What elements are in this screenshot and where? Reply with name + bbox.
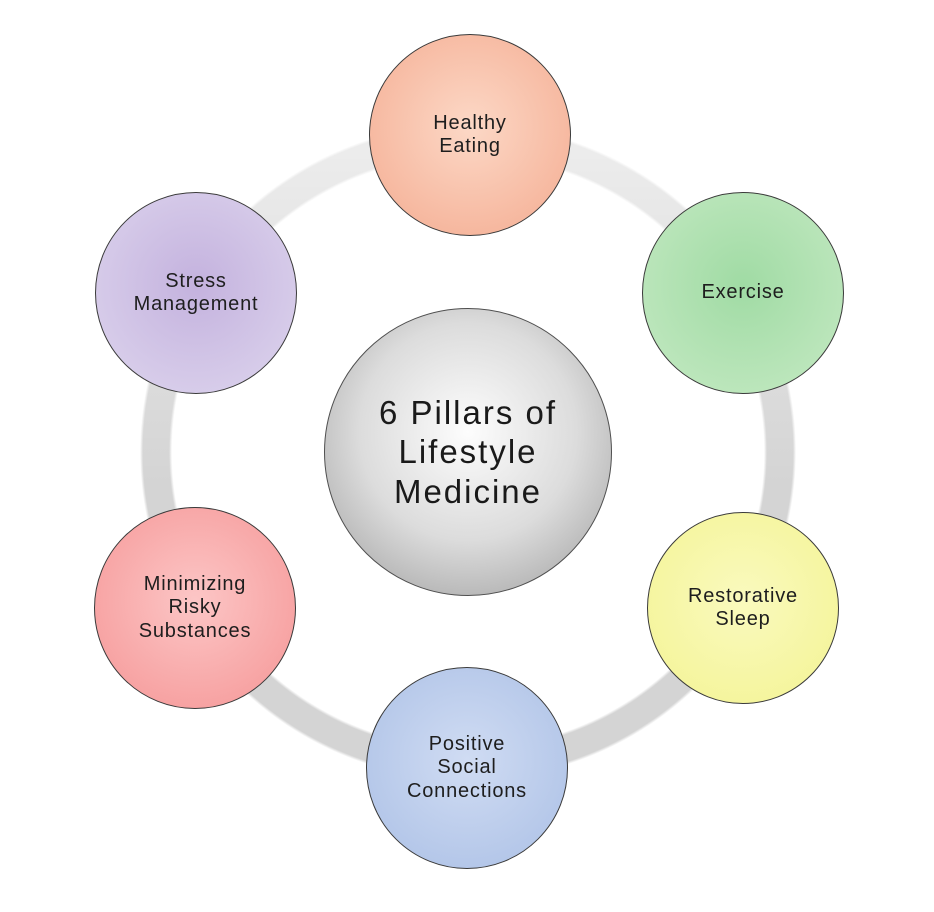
diagram-title: 6 Pillars of Lifestyle Medicine — [378, 393, 558, 510]
pillar-label: Restorative Sleep — [688, 584, 798, 630]
pillar-healthy-eating: Healthy Eating — [369, 34, 571, 236]
pillar-positive-social-connections: Positive Social Connections — [366, 667, 568, 869]
center-circle: 6 Pillars of Lifestyle Medicine — [324, 308, 612, 596]
pillar-label: Healthy Eating — [433, 111, 507, 157]
pillar-minimizing-risky-substances: Minimizing Risky Substances — [94, 507, 296, 709]
pillar-restorative-sleep: Restorative Sleep — [647, 512, 839, 704]
pillar-label: Stress Management — [133, 269, 259, 315]
pillar-label: Positive Social Connections — [407, 732, 527, 802]
pillar-label: Minimizing Risky Substances — [138, 572, 252, 642]
pillar-label: Exercise — [701, 281, 785, 304]
pillar-stress-management: Stress Management — [95, 192, 297, 394]
pillar-exercise: Exercise — [642, 192, 844, 394]
